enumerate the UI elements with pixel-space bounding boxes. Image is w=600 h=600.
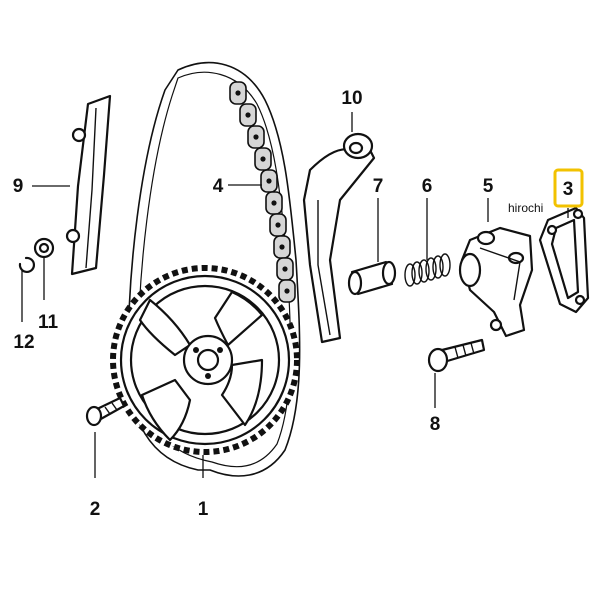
chain-links xyxy=(229,81,296,303)
callout-8: 8 xyxy=(430,414,441,435)
watermark-text: hirochi xyxy=(508,201,543,215)
timing-chain xyxy=(127,61,301,477)
callout-1: 1 xyxy=(198,499,209,520)
callout-4: 4 xyxy=(213,176,224,197)
callout-labels: 1 2 3 4 5 6 7 8 9 10 11 12 xyxy=(13,88,574,520)
circlip-part-12 xyxy=(18,256,35,273)
callout-10: 10 xyxy=(341,88,362,109)
leader-lines xyxy=(21,112,569,478)
callout-2: 2 xyxy=(90,499,101,520)
spring-part-6 xyxy=(404,253,451,287)
callout-11: 11 xyxy=(38,312,59,333)
tensioner-housing xyxy=(458,226,534,338)
plunger-part-7 xyxy=(347,260,397,296)
washer-part-11 xyxy=(33,237,55,259)
callout-7: 7 xyxy=(373,176,384,197)
highlight-box xyxy=(553,168,584,208)
tensioner-rail xyxy=(302,132,376,344)
gasket-part-3 xyxy=(538,206,590,314)
bolt-part-8 xyxy=(427,338,486,373)
callout-6: 6 xyxy=(422,176,433,197)
callout-9: 9 xyxy=(13,176,24,197)
guide-rail xyxy=(65,94,112,276)
callout-5: 5 xyxy=(483,176,494,197)
sprocket xyxy=(110,265,300,455)
bolt-part-2 xyxy=(85,396,126,427)
callout-3: 3 xyxy=(563,179,574,200)
callout-12: 12 xyxy=(13,332,34,353)
